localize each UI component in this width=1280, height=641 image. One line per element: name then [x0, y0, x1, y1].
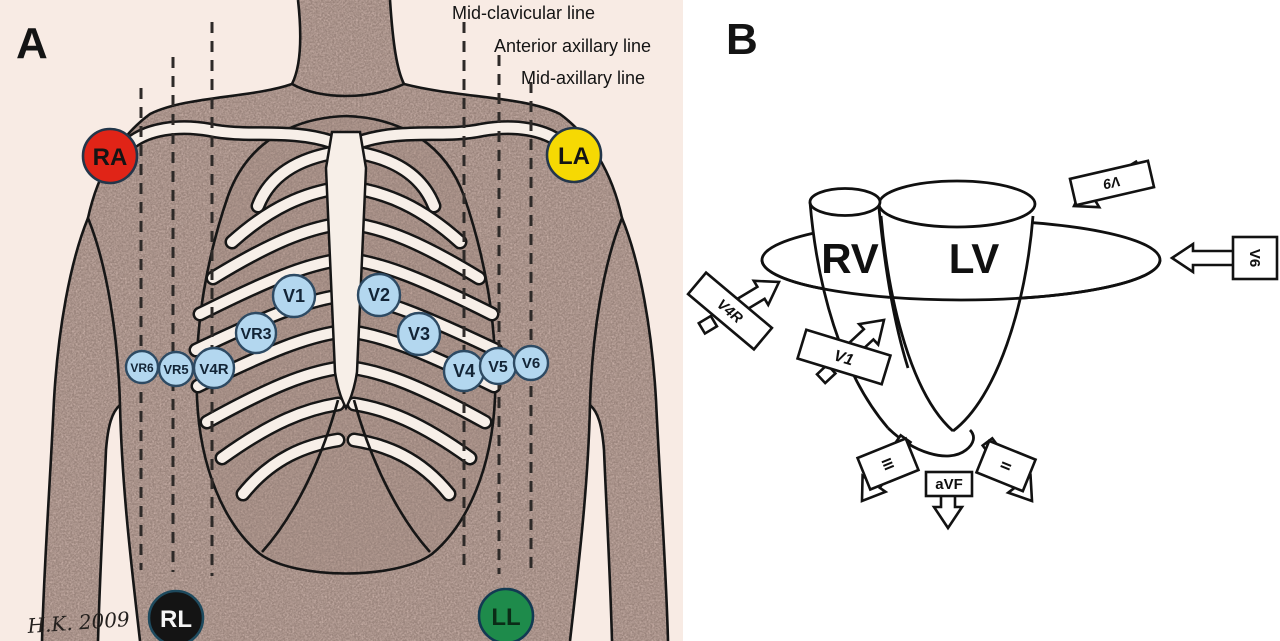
panel-a-svg: Mid-clavicular line Anterior axillary li…	[16, 0, 670, 641]
panel-a-chest-drawing: Mid-clavicular line Anterior axillary li…	[0, 0, 683, 641]
rib	[202, 363, 343, 427]
svg-text:V6: V6	[1246, 249, 1263, 267]
svg-text:V6: V6	[522, 355, 540, 372]
costal-margin	[261, 399, 431, 553]
lead-arrow-v6: V6	[1169, 235, 1279, 281]
rv-tube-fill	[810, 202, 908, 380]
lv-right-wall	[952, 215, 1035, 433]
short-axis-ring-front	[760, 259, 1162, 302]
svg-text:RA: RA	[93, 144, 128, 171]
rv-septum-line	[877, 207, 910, 369]
svg-text:V5: V5	[488, 359, 508, 376]
svg-text:V9: V9	[1102, 173, 1122, 192]
electrode-rl: RL	[147, 589, 205, 641]
panel-b-heart-diagram: V9 V6 V4R	[683, 0, 1280, 641]
svg-text:RL: RL	[160, 606, 192, 633]
lv-label: LV	[949, 235, 1000, 282]
left-arm-outline	[40, 217, 121, 641]
right-arm-outline	[589, 217, 670, 641]
svg-text:V2: V2	[368, 285, 390, 305]
rib	[238, 435, 343, 499]
svg-text:VR5: VR5	[163, 362, 188, 377]
ribcage-outline	[195, 114, 497, 575]
rib	[349, 435, 454, 499]
electrode-ra: RA	[81, 127, 139, 185]
anterior-axillary-line-label: Anterior axillary line	[494, 36, 651, 56]
right-arm	[590, 218, 668, 641]
lead-arrow-avf: aVF	[924, 470, 974, 531]
svg-text:LA: LA	[558, 143, 590, 170]
artist-signature: H.K. 2009	[26, 607, 131, 638]
electrode-vr6: VR6	[124, 349, 160, 385]
svg-text:VR3: VR3	[240, 326, 271, 343]
electrode-v2: V2	[356, 272, 402, 318]
rv-label: RV	[821, 235, 879, 282]
lead-arrow-iii: III	[855, 433, 921, 503]
rib	[349, 219, 484, 283]
electrode-v4r: V4R	[192, 346, 236, 390]
electrode-vr5: VR5	[157, 350, 195, 388]
neck-base-line	[291, 82, 405, 98]
electrode-ll: LL	[477, 587, 535, 641]
mid-axillary-line-label: Mid-axillary line	[521, 68, 645, 88]
rib	[349, 255, 497, 319]
panel-a-label: A	[16, 19, 48, 68]
svg-text:VR6: VR6	[130, 361, 154, 375]
rv-top-ellipse	[808, 187, 882, 217]
svg-text:V4: V4	[453, 361, 475, 381]
electrode-v5: V5	[478, 346, 518, 386]
svg-text:LL: LL	[491, 604, 520, 631]
lead-arrow-v4r: V4R	[686, 270, 782, 352]
clavicles	[124, 120, 568, 150]
rib	[208, 219, 343, 283]
rib	[195, 255, 343, 319]
svg-text:III: III	[878, 456, 897, 473]
electrode-vr3: VR3	[234, 311, 278, 355]
svg-text:aVF: aVF	[935, 476, 963, 493]
svg-text:V1: V1	[283, 286, 305, 306]
svg-text:V1: V1	[832, 347, 856, 369]
panel-b-svg: V9 V6 V4R	[686, 15, 1279, 531]
rib	[217, 399, 343, 463]
electrode-v3: V3	[396, 311, 442, 357]
mid-clavicular-line-label: Mid-clavicular line	[452, 3, 595, 23]
electrode-la: LA	[545, 126, 603, 184]
electrode-v1: V1	[271, 273, 317, 319]
rv-outer-wall	[808, 201, 890, 429]
lead-arrow-ii: II	[974, 436, 1038, 503]
lead-arrow-v9: V9	[1068, 159, 1156, 209]
lv-top-ellipse	[877, 179, 1037, 229]
electrode-v6: V6	[512, 344, 550, 382]
rib	[349, 399, 475, 463]
electrode-v4: V4	[442, 349, 486, 393]
left-arm	[42, 218, 120, 641]
panel-b-label: B	[726, 15, 758, 64]
lead-arrow-v1: V1	[795, 318, 893, 386]
torso-outline	[86, 0, 624, 641]
svg-text:V3: V3	[408, 324, 430, 344]
sternum	[324, 130, 368, 411]
svg-text:V4R: V4R	[199, 361, 228, 378]
